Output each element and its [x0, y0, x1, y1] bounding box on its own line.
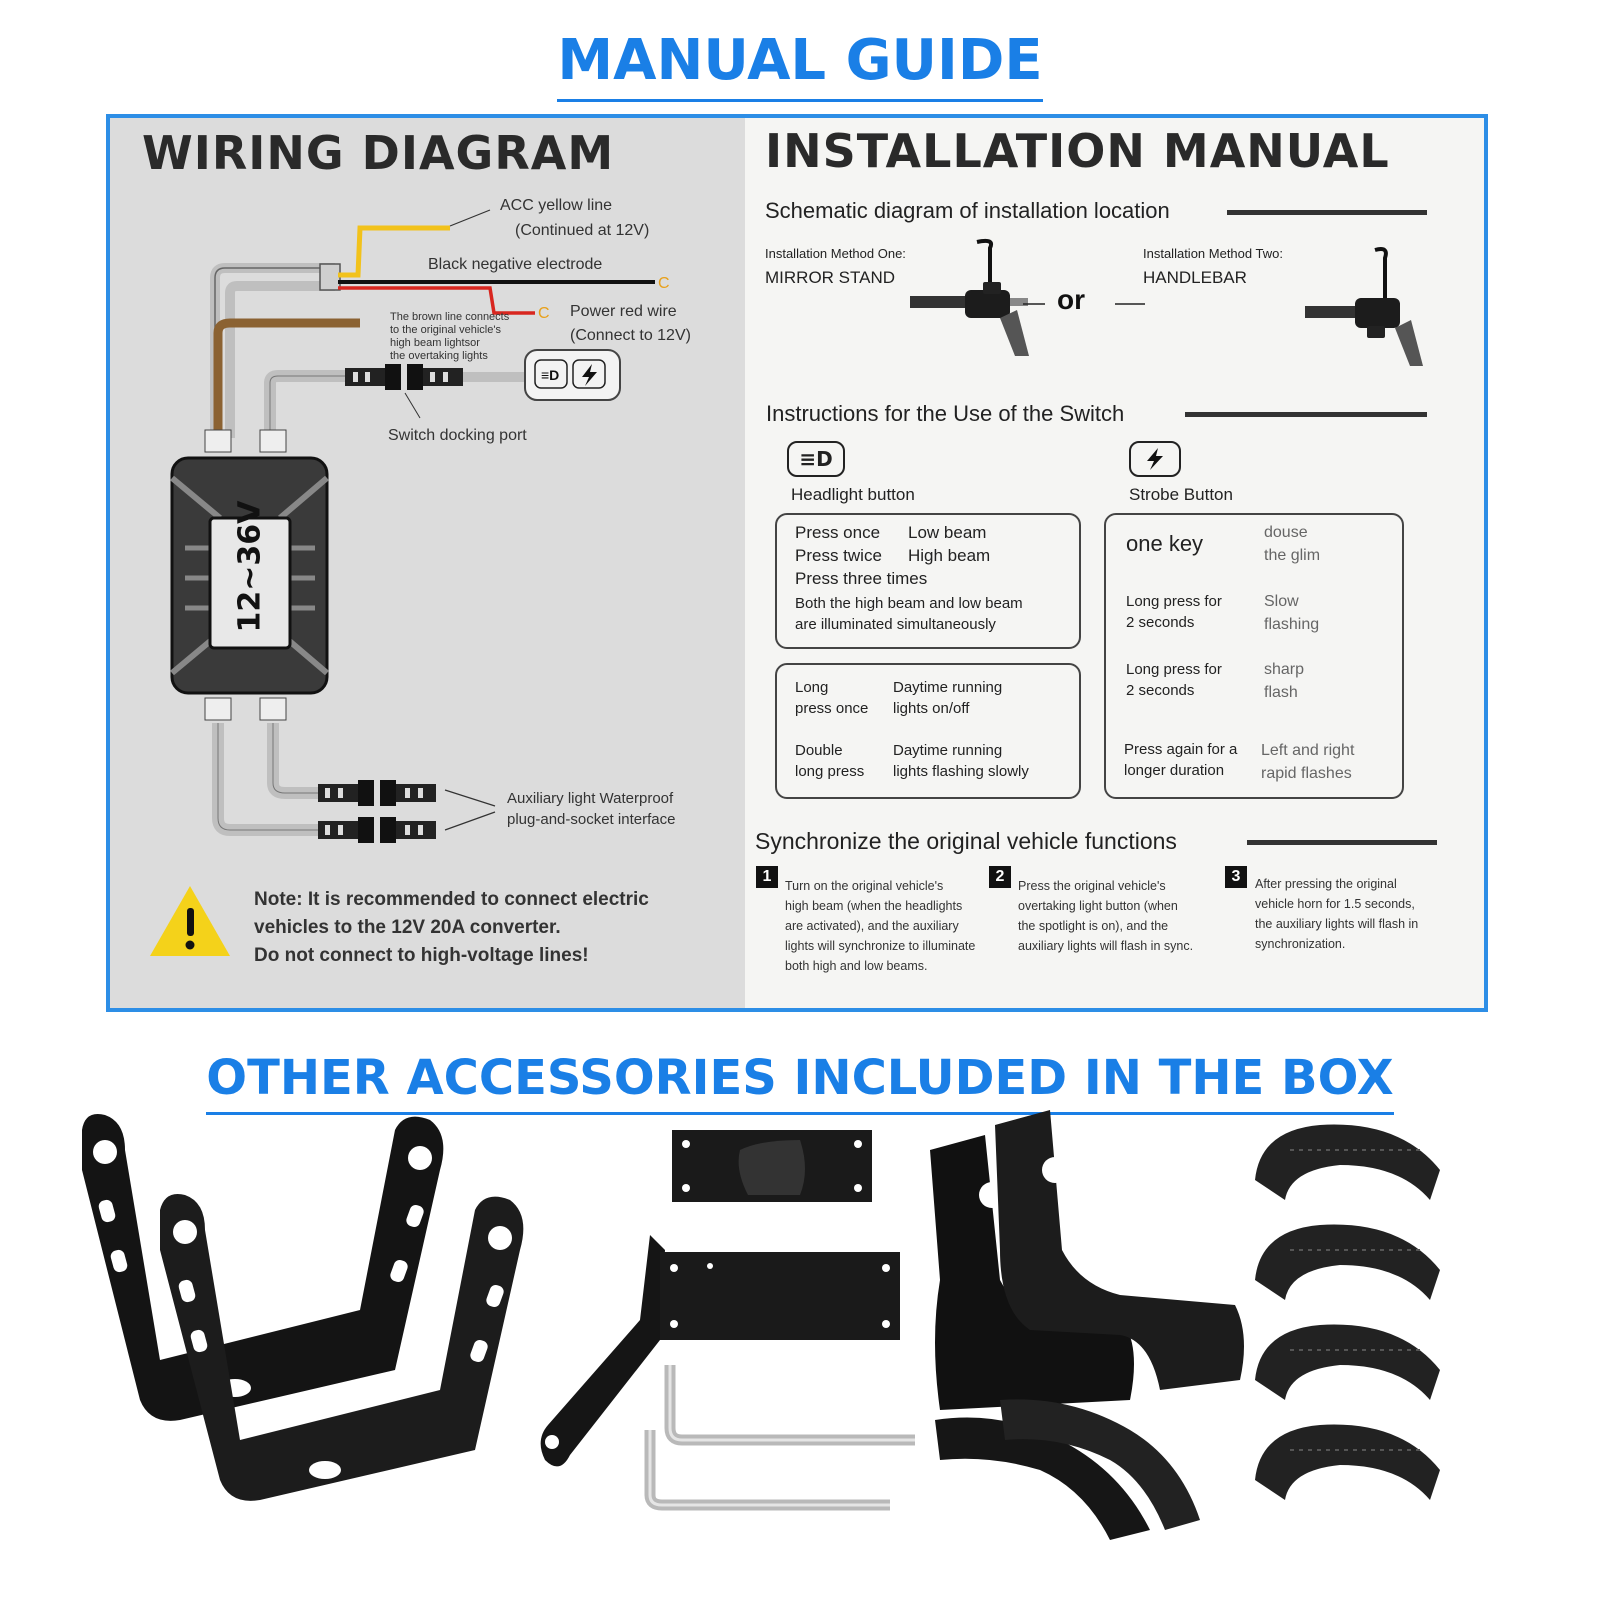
mount-plate: [672, 1130, 872, 1202]
clamp-liner-1: [935, 1417, 1150, 1540]
strobe-button-label: Strobe Button: [1129, 485, 1233, 504]
voltage-label: 12~36V: [232, 500, 268, 633]
yellow-wire: [338, 225, 450, 278]
method-two-value: HANDLEBAR: [1143, 268, 1247, 287]
l-bracket-2: [160, 1194, 524, 1501]
installation-manual-panel: INSTALLATION MANUAL Schematic diagram of…: [745, 118, 1484, 1008]
accessories-title: OTHER ACCESSORIES INCLUDED IN THE BOX: [0, 1050, 1600, 1115]
switch-port-label: Switch docking port: [388, 427, 527, 444]
step-1-number: 1: [756, 866, 778, 888]
manual-guide-title: MANUAL GUIDE: [0, 28, 1600, 102]
svg-text:C: C: [538, 305, 550, 322]
power-red-label: Power red wire: [570, 303, 677, 320]
wiring-schematic: C C ≡D: [150, 209, 670, 956]
handlebar-illustrations: [910, 238, 1423, 366]
sync-heading: Synchronize the original vehicle functio…: [755, 828, 1177, 854]
headlight-icon: ≡D: [787, 441, 845, 477]
rubber-pad-3: [1255, 1324, 1440, 1400]
acc-yellow-sub: (Continued at 12V): [515, 222, 650, 239]
svg-text:≡D: ≡D: [541, 367, 559, 383]
manual-sheet: WIRING DIAGRAM C C: [106, 114, 1488, 1012]
svg-text:C: C: [658, 275, 670, 292]
l-bracket-1: [82, 1114, 444, 1421]
rubber-pad-2: [1255, 1224, 1440, 1300]
installation-manual-title: INSTALLATION MANUAL: [765, 124, 1390, 178]
wiring-diagram-title: WIRING DIAGRAM: [142, 126, 615, 180]
handlebar-mirror-icon: [910, 238, 1029, 356]
rubber-pad-1: [1255, 1124, 1440, 1200]
z-bracket: [540, 1235, 900, 1467]
wiring-diagram-panel: WIRING DIAGRAM C C: [110, 118, 745, 1008]
clamp-liner-2: [1000, 1399, 1200, 1530]
clamp-mount-2: [995, 1110, 1244, 1390]
power-red-sub: (Connect to 12V): [570, 327, 691, 344]
acc-yellow-label: ACC yellow line: [500, 197, 613, 214]
black-wire-label: Black negative electrode: [428, 256, 603, 273]
step-2-number: 2: [989, 866, 1011, 888]
strobe-icon: [1129, 441, 1181, 477]
brown-wire: [213, 318, 360, 438]
method-one-label: Installation Method One:: [765, 246, 906, 261]
accessories-illustration: [82, 1110, 1440, 1540]
or-label: or: [1057, 284, 1085, 315]
wiring-note: Note: It is recommended to connect elect…: [254, 889, 649, 966]
hex-key-1: [664, 1365, 915, 1446]
method-one-value: MIRROR STAND: [765, 268, 896, 287]
red-wire: [338, 286, 535, 315]
headlight-box-press: Press once Low beam Press twice High bea…: [775, 513, 1081, 649]
method-two-label: Installation Method Two:: [1143, 246, 1283, 261]
schematic-heading: Schematic diagram of installation locati…: [765, 198, 1170, 223]
switch-heading: Instructions for the Use of the Switch: [766, 401, 1125, 426]
rubber-pad-4: [1255, 1424, 1440, 1500]
handlebar-icon: [1305, 247, 1423, 366]
headlight-button-label: Headlight button: [791, 485, 915, 504]
hex-key-2: [644, 1430, 890, 1511]
step-3-number: 3: [1225, 866, 1247, 888]
